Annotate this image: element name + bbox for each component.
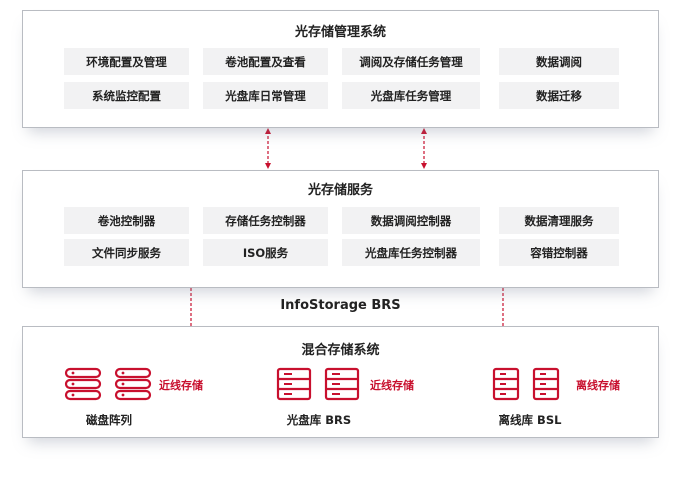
service-item: ISO服务	[203, 239, 328, 266]
service-item: 存储任务控制器	[203, 207, 328, 234]
service-item: 数据调阅控制器	[342, 207, 480, 234]
store-tag: 近线存储	[159, 379, 203, 392]
management-title: 光存储管理系统	[294, 25, 386, 40]
service-item: 容错控制器	[499, 239, 619, 266]
disk-array-icon	[64, 367, 152, 401]
store-tag: 离线存储	[576, 379, 620, 392]
hybrid-storage-panel: 混合存储系统 近线存储 磁盘阵列 近线存储	[22, 326, 659, 438]
mgmt-item: 光盘库日常管理	[203, 82, 328, 109]
service-title: 光存储服务	[307, 183, 373, 198]
service-item: 数据清理服务	[499, 207, 619, 234]
store-name: 磁盘阵列	[86, 413, 132, 427]
service-item: 卷池控制器	[64, 207, 189, 234]
management-panel: 光存储管理系统 环境配置及管理 卷池配置及查看 调阅及存储任务管理 数据调阅 系…	[22, 10, 659, 128]
optical-library-icon	[276, 367, 360, 401]
mgmt-item: 系统监控配置	[64, 82, 189, 109]
hybrid-title: 混合存储系统	[301, 343, 380, 358]
store-tag: 近线存储	[370, 379, 414, 392]
mgmt-item: 卷池配置及查看	[203, 48, 328, 75]
mgmt-item: 数据迁移	[499, 82, 619, 109]
service-panel: 光存储服务 卷池控制器 存储任务控制器 数据调阅控制器 数据清理服务 文件同步服…	[22, 170, 659, 288]
mgmt-item: 环境配置及管理	[64, 48, 189, 75]
mgmt-item: 数据调阅	[499, 48, 619, 75]
offline-library-icon	[492, 367, 560, 401]
mgmt-item: 光盘库任务管理	[342, 82, 480, 109]
service-item: 文件同步服务	[64, 239, 189, 266]
store-name: 光盘库 BRS	[286, 413, 352, 427]
mgmt-item: 调阅及存储任务管理	[342, 48, 480, 75]
brs-label: InfoStorage BRS	[280, 298, 401, 313]
service-item: 光盘库任务控制器	[342, 239, 480, 266]
store-name: 离线库 BSL	[498, 413, 562, 427]
